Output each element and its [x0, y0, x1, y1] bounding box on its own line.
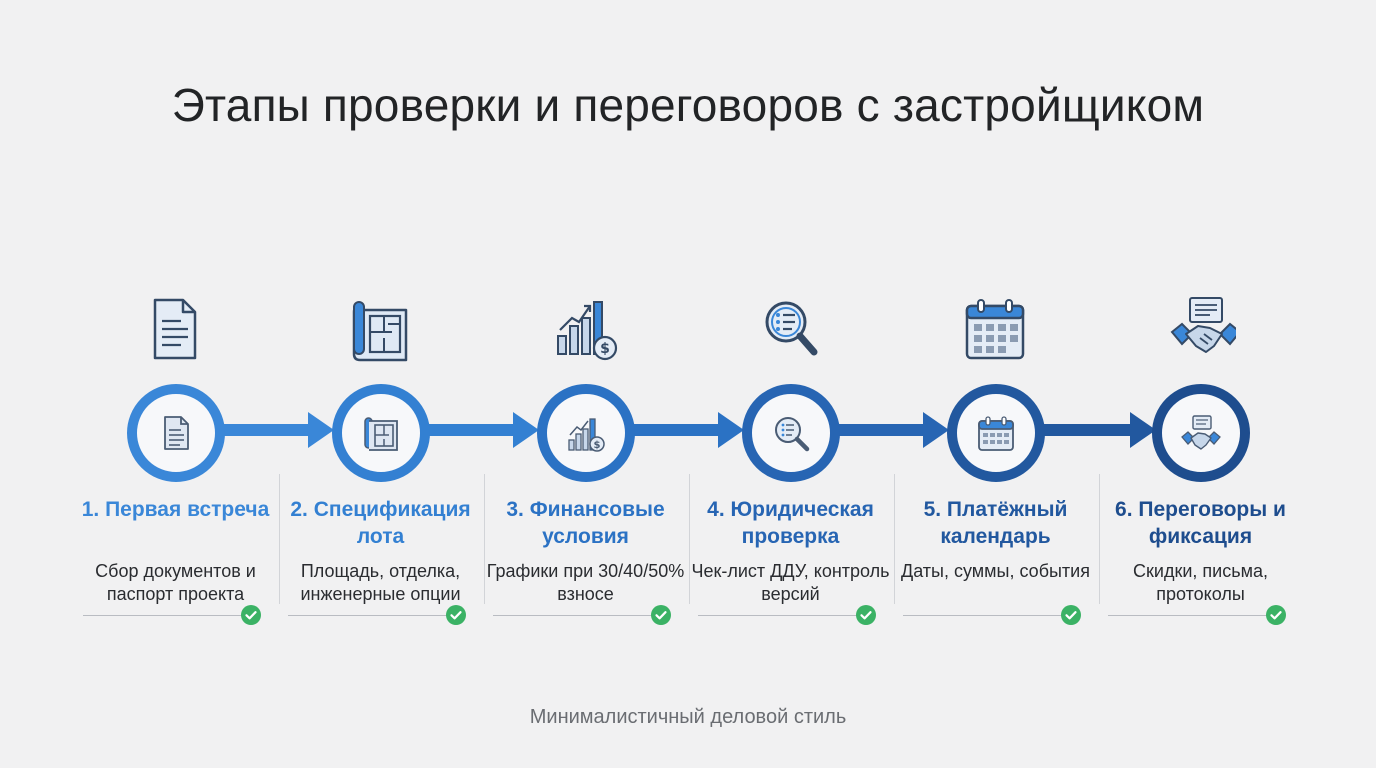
check-icon — [241, 605, 261, 625]
step-4: 4. Юридическая проверка Чек-лист ДДУ, ко… — [688, 290, 893, 630]
floor-plan-icon — [364, 417, 398, 451]
check-icon — [1266, 605, 1286, 625]
handshake-icon — [1181, 415, 1221, 450]
column-divider — [484, 474, 485, 604]
step-6-title: 6. Переговоры и фиксация — [1115, 498, 1286, 548]
check-icon — [856, 605, 876, 625]
connector-arrow-5-6 — [1044, 412, 1156, 448]
step-4-description: Чек-лист ДДУ, контроль версий — [691, 561, 890, 604]
step-1-title: 1. Первая встреча — [81, 498, 270, 521]
step-4-title: 4. Юридическая проверка — [707, 498, 874, 548]
step-2: 2. Спецификация лота Площадь, отделка, и… — [278, 290, 483, 630]
step-5: 5. Платёжный календарь Даты, суммы, собы… — [893, 290, 1098, 630]
step-5-underline — [903, 615, 1078, 616]
check-icon — [446, 605, 466, 625]
connector-arrow-4-5 — [839, 412, 949, 448]
step-3-underline — [493, 615, 668, 616]
document-icon — [153, 298, 197, 360]
step-3-title: 3. Финансовые условия — [506, 498, 665, 548]
finance-chart-icon: $ — [568, 418, 605, 452]
handshake-icon — [1170, 297, 1236, 353]
page-title: Этапы проверки и переговоров с застройщи… — [171, 79, 1205, 131]
step-2-ring — [332, 384, 430, 482]
finance-chart-icon: $ — [557, 301, 618, 361]
calendar-icon — [978, 416, 1014, 451]
step-5-title: 5. Платёжный календарь — [923, 498, 1068, 548]
step-6-ring — [1152, 384, 1250, 482]
step-1-ring — [127, 384, 225, 482]
step-3-ring: $ — [537, 384, 635, 482]
step-2-underline — [288, 615, 463, 616]
step-4-ring — [742, 384, 840, 482]
connector-arrow-1-2 — [224, 412, 334, 448]
connector-arrow-3-4 — [634, 412, 744, 448]
step-1-description: Сбор документов и паспорт проекта — [95, 561, 256, 604]
magnifier-checklist-icon — [765, 301, 818, 356]
document-icon — [164, 416, 189, 450]
check-icon — [651, 605, 671, 625]
column-divider — [279, 474, 280, 604]
step-3: $ $ 3. Финансовые условия Графики при 30… — [483, 290, 688, 630]
connector-arrow-2-3 — [429, 412, 539, 448]
column-divider — [894, 474, 895, 604]
step-5-description: Даты, суммы, события — [901, 561, 1090, 581]
step-1: 1. Первая встреча Сбор документов и пасп… — [73, 290, 278, 630]
step-6-underline — [1108, 615, 1283, 616]
step-4-underline — [698, 615, 873, 616]
step-1-underline — [83, 615, 258, 616]
column-divider — [689, 474, 690, 604]
step-5-ring — [947, 384, 1045, 482]
svg-text:$: $ — [600, 341, 610, 357]
calendar-icon — [965, 299, 1025, 360]
magnifier-checklist-icon — [775, 417, 810, 452]
step-6-description: Скидки, письма, протоколы — [1133, 561, 1268, 604]
column-divider — [1099, 474, 1100, 604]
step-2-title: 2. Спецификация лота — [290, 498, 471, 548]
step-2-description: Площадь, отделка, инженерные опции — [300, 561, 461, 604]
footer-caption: Минималистичный деловой стиль — [529, 706, 847, 728]
floor-plan-icon — [352, 301, 408, 362]
step-3-description: Графики при 30/40/50% взносе — [486, 561, 685, 604]
step-6: 6. Переговоры и фиксация Скидки, письма,… — [1098, 290, 1303, 630]
svg-text:$: $ — [594, 440, 601, 451]
check-icon — [1061, 605, 1081, 625]
